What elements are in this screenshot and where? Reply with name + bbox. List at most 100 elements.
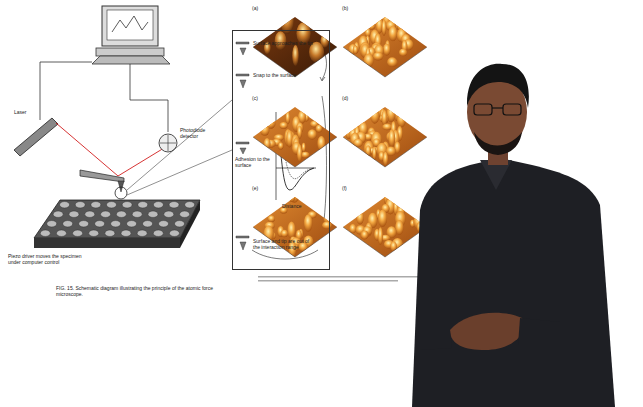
sample-dot xyxy=(185,202,195,208)
sample-dot xyxy=(116,211,126,217)
surface-peak xyxy=(264,138,271,149)
sample-dot xyxy=(79,221,89,227)
surface-peak xyxy=(390,241,397,251)
surface-peak xyxy=(399,49,407,57)
sample-dot xyxy=(69,211,79,217)
sample-dot xyxy=(122,202,132,208)
panel-label: (f) xyxy=(342,186,356,192)
surface-peak xyxy=(365,145,371,156)
sample-dot xyxy=(121,230,131,236)
figure-caption: FIG. 15. Schematic diagram illustrating … xyxy=(56,286,226,298)
surface-peak xyxy=(353,46,358,55)
surface-peak xyxy=(316,125,323,133)
panel-label: (c) xyxy=(252,96,266,102)
surface-peak xyxy=(287,222,295,239)
surface-peak xyxy=(285,111,290,124)
surface-peak xyxy=(378,210,387,227)
sample-dot xyxy=(111,221,121,227)
sample-dot xyxy=(105,230,115,236)
afm-images xyxy=(253,9,427,259)
tip-zoom-circle xyxy=(115,187,127,199)
sample-dot xyxy=(127,221,137,227)
surface-peak xyxy=(278,142,283,149)
sample-dot xyxy=(89,230,99,236)
afm-image xyxy=(343,11,427,77)
sample-dot xyxy=(137,230,147,236)
panel-label: (a) xyxy=(252,6,266,12)
surface-peak xyxy=(317,136,325,151)
laser-beam xyxy=(56,123,118,176)
cantilever xyxy=(80,170,124,182)
surface-peak xyxy=(361,231,368,240)
surface-peak xyxy=(383,44,391,56)
surface-peak xyxy=(289,193,295,202)
sample-dot xyxy=(180,211,190,217)
surface-peak xyxy=(353,139,363,148)
sample-dot xyxy=(159,221,169,227)
step-text: Surface approaches the tip xyxy=(253,41,317,47)
computer xyxy=(92,6,170,64)
zoom-line xyxy=(127,100,232,190)
surface-peak xyxy=(370,107,379,123)
panel-label: (e) xyxy=(252,186,266,192)
sample-dot xyxy=(75,202,85,208)
laser-beam xyxy=(118,148,164,176)
sample-dot xyxy=(40,230,50,236)
sample-dot xyxy=(169,202,179,208)
sample-stage xyxy=(34,200,200,248)
sample-dot xyxy=(56,230,66,236)
sample-dot xyxy=(95,221,105,227)
sample-dot xyxy=(169,230,179,236)
surface-peak xyxy=(289,188,299,203)
surface-peak xyxy=(388,26,397,41)
surface-peak xyxy=(356,212,364,225)
wire xyxy=(40,62,92,120)
image-caption-lines xyxy=(258,276,428,282)
afm-image xyxy=(253,9,337,77)
surface-peak xyxy=(373,52,383,60)
surface-peak xyxy=(382,110,388,126)
surface-peak xyxy=(292,45,299,66)
part-label: Laser xyxy=(14,110,44,116)
sample-dot xyxy=(106,202,116,208)
sample-dot xyxy=(153,230,163,236)
step-text: Adhesion to the surface xyxy=(235,157,275,169)
zoom-line xyxy=(127,150,232,195)
sample-dot xyxy=(47,221,57,227)
sample-dot xyxy=(143,221,153,227)
surface-peak xyxy=(281,230,288,237)
surface-peak xyxy=(268,215,275,222)
afm-image xyxy=(343,187,427,257)
sample-dot xyxy=(164,211,174,217)
surface-peak xyxy=(382,20,387,36)
step-text: Snap to the surface xyxy=(253,73,313,79)
surface-peak xyxy=(279,122,287,129)
sample-dot xyxy=(91,202,101,208)
tip xyxy=(118,181,124,192)
surface-peak xyxy=(388,129,395,147)
sample-dot xyxy=(53,211,63,217)
sample-dot xyxy=(63,221,73,227)
sample-dot xyxy=(101,211,111,217)
step-text: Surface and tip are out of the interacti… xyxy=(253,239,317,251)
part-label: Photodiode detector xyxy=(180,128,220,140)
sample-dot xyxy=(153,202,163,208)
surface-peak xyxy=(260,124,269,136)
sample-dot xyxy=(60,202,70,208)
sample-dot xyxy=(73,230,83,236)
sample-dot xyxy=(175,221,185,227)
tip-icon xyxy=(236,42,249,250)
sample-dot xyxy=(85,211,95,217)
sample-dot xyxy=(138,202,148,208)
surface-peak xyxy=(301,152,310,158)
panel-label: (d) xyxy=(342,96,356,102)
surface-peak xyxy=(383,152,388,166)
surface-peak xyxy=(304,214,313,231)
afm-image xyxy=(343,100,427,167)
presenter xyxy=(412,64,615,407)
afm-cycle-box: Surface approaches the tipSnap to the su… xyxy=(232,30,330,270)
surface-peak xyxy=(302,143,306,153)
surface-peak xyxy=(397,112,406,128)
surface-peak xyxy=(322,221,332,229)
